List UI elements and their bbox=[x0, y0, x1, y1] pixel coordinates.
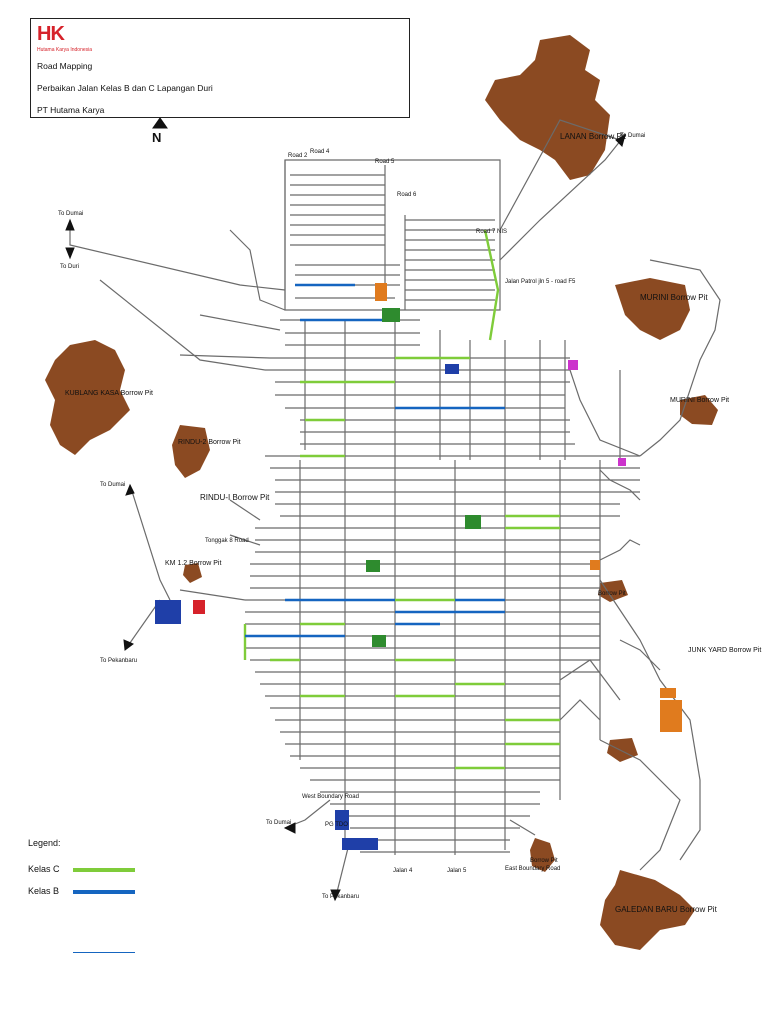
legend: Legend: Kelas C Kelas B bbox=[28, 838, 148, 978]
east-borrow-pit[interactable] bbox=[530, 838, 555, 872]
galedan-borrow-pit[interactable] bbox=[600, 870, 695, 950]
direction-arrows bbox=[65, 117, 626, 902]
title-project: Perbaikan Jalan Kelas B dan C Lapangan D… bbox=[37, 83, 213, 93]
road7-label: Road 7 NIS bbox=[476, 229, 507, 235]
legend-kelas-c-swatch bbox=[73, 868, 135, 872]
arrow-down-icon bbox=[123, 639, 134, 651]
facilities bbox=[155, 283, 682, 850]
title-road-mapping: Road Mapping bbox=[37, 61, 93, 71]
kublang-borrow-pit[interactable] bbox=[45, 340, 130, 455]
jalan5-label: Jalan 5 bbox=[447, 868, 467, 874]
km12-borrow-pit[interactable] bbox=[183, 563, 202, 583]
facility-building[interactable] bbox=[366, 560, 380, 572]
rindu2-borrow-pit[interactable] bbox=[172, 425, 210, 478]
facility-building[interactable] bbox=[193, 600, 205, 614]
kelas-c-roads bbox=[243, 229, 560, 770]
road-network bbox=[69, 119, 721, 901]
borrow-pit-right-pit[interactable] bbox=[598, 580, 628, 602]
legend-blank-line bbox=[73, 952, 135, 953]
pit-label: RINDU-2 Borrow Pit bbox=[178, 439, 241, 446]
to-pekanbaru-bottom: To Pekanbaru bbox=[322, 894, 359, 900]
to-dumai-mid: To Dumai bbox=[100, 482, 125, 488]
murini-borrow-pit-right[interactable] bbox=[680, 395, 718, 425]
pit-label: KUBLANG KASA Borrow Pit bbox=[65, 390, 153, 397]
arrow-left-icon bbox=[283, 822, 296, 834]
west-boundary-label: West Boundary Road bbox=[302, 794, 359, 800]
borrow-pits bbox=[45, 35, 718, 950]
facility-building[interactable] bbox=[445, 364, 459, 374]
to-dumai-left: To Dumai bbox=[58, 211, 83, 217]
arrow-up-icon bbox=[125, 483, 135, 496]
facility-building[interactable] bbox=[335, 810, 349, 830]
facility-building[interactable] bbox=[372, 635, 386, 647]
jalan4-label: Jalan 4 bbox=[393, 868, 413, 874]
to-pekanbaru-left: To Pekanbaru bbox=[100, 658, 137, 664]
facility-building[interactable] bbox=[155, 600, 181, 624]
logo-subtitle: Hutama Karya Indonesia bbox=[37, 47, 93, 53]
murini-borrow-pit-top[interactable] bbox=[615, 278, 690, 340]
pit-label: MURINI Borrow Pit bbox=[640, 293, 708, 302]
to-duri: To Duri bbox=[60, 264, 79, 270]
facility-building[interactable] bbox=[465, 515, 481, 529]
bottom-right-pit[interactable] bbox=[607, 738, 638, 762]
jalan-patrol-label: Jalan Patrol jln 5 - road F5 bbox=[505, 279, 576, 285]
facility-building[interactable] bbox=[375, 283, 387, 301]
arrow-up-icon bbox=[65, 218, 75, 231]
marker-magenta[interactable] bbox=[568, 360, 578, 370]
title-block: HK Hutama Karya Indonesia Road Mapping P… bbox=[30, 18, 410, 118]
hk-logo: HK bbox=[37, 23, 65, 45]
junk-yard-label: JUNK YARD Borrow Pit bbox=[688, 647, 761, 654]
north-label: N bbox=[152, 130, 161, 145]
east-boundary-label: East Boundary Road bbox=[505, 866, 560, 872]
borrow-pit-bottom-label: Borrow Pit bbox=[530, 858, 558, 864]
kelas-b-roads bbox=[245, 283, 505, 638]
arrow-down-icon bbox=[330, 889, 341, 902]
north-arrow-icon bbox=[152, 117, 168, 129]
road2-label: Road 2 bbox=[288, 153, 308, 159]
pg-tdo-label: PG TDO bbox=[325, 822, 348, 828]
marker-magenta[interactable] bbox=[618, 458, 626, 466]
arrow-down-icon bbox=[65, 247, 75, 260]
facility-building[interactable] bbox=[382, 308, 400, 322]
pit-label: RINDU-I Borrow Pit bbox=[200, 493, 270, 502]
road5-label: Road 5 bbox=[375, 159, 395, 165]
facility-building[interactable] bbox=[590, 560, 600, 570]
lanan-borrow-pit[interactable] bbox=[485, 35, 610, 180]
arrow-up-icon bbox=[615, 133, 626, 147]
facility-building[interactable] bbox=[660, 688, 676, 698]
tonggak-label: Tonggak 8 Road bbox=[205, 538, 249, 544]
facility-building[interactable] bbox=[660, 700, 682, 732]
road4-label: Road 4 bbox=[310, 149, 330, 155]
legend-kelas-b-label: Kelas B bbox=[28, 886, 60, 896]
map-labels: N LANAN Borrow Pit MURINI Borrow Pit MUR… bbox=[58, 130, 761, 914]
pit-label: MURINI Borrow Pit bbox=[670, 397, 729, 404]
legend-title: Legend: bbox=[28, 838, 61, 848]
borrow-pit-right-label: Borrow Pit bbox=[598, 591, 626, 597]
road6-label: Road 6 bbox=[397, 192, 417, 198]
facility-building[interactable] bbox=[342, 838, 378, 850]
pit-label: GALEDAN BARU Borrow Pit bbox=[615, 905, 718, 914]
pit-label: KM 1.2 Borrow Pit bbox=[165, 560, 221, 567]
to-dumai-top: To Dumai bbox=[620, 133, 645, 139]
legend-kelas-c-label: Kelas C bbox=[28, 864, 60, 874]
legend-kelas-b-swatch bbox=[73, 890, 135, 894]
pit-label: LANAN Borrow Pit bbox=[560, 132, 627, 141]
title-company: PT Hutama Karya bbox=[37, 105, 105, 115]
to-dumai-bottom: To Dumai bbox=[266, 820, 291, 826]
